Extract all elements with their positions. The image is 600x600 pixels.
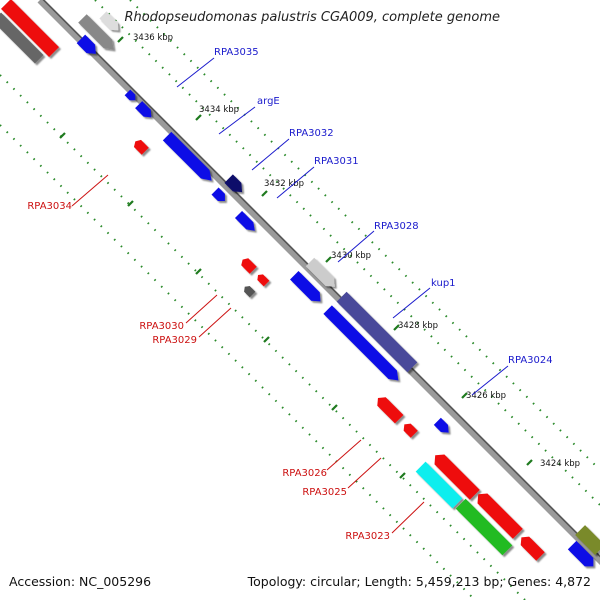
gene-arrow-red-low[interactable] <box>473 489 523 539</box>
tick-labels: 3436 kbp 3434 kbp 3432 kbp 3430 kbp 3428… <box>133 33 580 469</box>
gene-arrow-small-1[interactable] <box>124 89 138 103</box>
tick-mark <box>325 256 332 263</box>
tick-label-3430: 3430 kbp <box>331 251 371 261</box>
leader-line-arge <box>218 106 256 135</box>
gene-arrow-arge[interactable] <box>135 101 155 121</box>
gene-arrow-rpa3034[interactable] <box>132 138 149 155</box>
gene-arrow-red-bottom[interactable] <box>517 533 545 561</box>
leader-line-rpa3031 <box>276 166 315 199</box>
accession-text: Accession: NC_005296 <box>9 574 152 589</box>
gene-arrow-olive[interactable] <box>575 525 600 555</box>
leader-line-rpa3032 <box>251 138 290 171</box>
gene-arrow-small-4[interactable] <box>433 417 452 436</box>
tick-mark <box>59 132 66 139</box>
tick-label-3424: 3424 kbp <box>540 459 580 469</box>
tick-mark <box>117 36 124 43</box>
gene-label-rpa3023[interactable]: RPA3023 <box>345 531 390 542</box>
tick-mark <box>399 472 406 479</box>
tick-marks <box>59 36 533 479</box>
gene-arrow-rpa3029-red[interactable] <box>255 272 270 287</box>
gene-label-rpa3029[interactable]: RPA3029 <box>152 335 197 346</box>
guide-line-4 <box>129 0 600 471</box>
gene-arrow-blue-bottom[interactable] <box>567 540 598 571</box>
tick-mark <box>263 336 270 343</box>
tick-mark <box>195 268 202 275</box>
leader-line-rpa3029 <box>198 307 232 338</box>
leader-line-rpa3026 <box>326 439 362 471</box>
gene-label-rpa3028[interactable]: RPA3028 <box>374 221 419 232</box>
leader-line-rpa3030 <box>185 294 218 324</box>
gene-arrow-red-mid[interactable] <box>430 450 480 500</box>
gene-arrows <box>0 0 600 571</box>
gene-arrow-rpa3026[interactable] <box>374 394 404 424</box>
gene-arrow-rpa3028[interactable] <box>290 271 325 306</box>
gene-arrow-rpa3030[interactable] <box>239 256 257 274</box>
leader-line-rpa3035 <box>176 57 215 88</box>
gene-arrow-white-top[interactable] <box>99 11 122 34</box>
leader-lines <box>71 57 509 534</box>
gene-label-rpa3035[interactable]: RPA3035 <box>214 47 259 58</box>
gene-arrow-gray-top[interactable] <box>78 14 118 54</box>
gene-arrow-rpa3035[interactable] <box>76 34 100 58</box>
genome-title: Rhodopseudomonas palustris CGA009, compl… <box>124 10 500 25</box>
gene-arrow-small-2[interactable] <box>211 187 229 205</box>
leader-line-rpa3028 <box>337 230 375 263</box>
gene-arrow-rpa3029-gray[interactable] <box>242 284 256 298</box>
tick-label-3428: 3428 kbp <box>398 321 438 331</box>
tick-label-3426: 3426 kbp <box>466 391 506 401</box>
tick-mark <box>461 392 468 399</box>
leader-line-rpa3024 <box>471 365 509 396</box>
tick-mark <box>393 324 400 331</box>
gene-arrow-kup1[interactable] <box>336 291 418 373</box>
gene-arrow-cyan[interactable] <box>415 461 463 509</box>
gene-label-rpa3034[interactable]: RPA3034 <box>27 201 72 212</box>
gene-label-rpa3032[interactable]: RPA3032 <box>289 128 334 139</box>
leader-line-kup1 <box>392 287 431 319</box>
gene-label-rpa3024[interactable]: RPA3024 <box>508 355 553 366</box>
leader-line-rpa3025 <box>347 457 382 489</box>
gene-label-arge[interactable]: argE <box>257 96 280 107</box>
gene-label-rpa3031[interactable]: RPA3031 <box>314 156 359 167</box>
gene-label-rpa3025[interactable]: RPA3025 <box>302 487 347 498</box>
gene-arrow-red-top[interactable] <box>1 0 59 57</box>
tick-label-3436: 3436 kbp <box>133 33 173 43</box>
gene-arrow-small-3[interactable] <box>234 210 258 234</box>
tick-mark <box>127 200 134 207</box>
guide-line-1 <box>0 74 526 600</box>
genome-summary-text: Topology: circular; Length: 5,459,213 bp… <box>247 574 591 589</box>
gene-arrow-rpa3025[interactable] <box>401 421 418 438</box>
gene-labels-forward: RPA3035 argE RPA3032 RPA3031 RPA3028 kup… <box>214 47 553 366</box>
gene-arrow-gray-top-left[interactable] <box>0 12 44 64</box>
gene-arrow-rpa3023[interactable] <box>455 498 513 556</box>
tick-mark <box>331 404 338 411</box>
gene-arrow-rpa3032[interactable] <box>162 131 216 185</box>
gene-arrow-rpa3024[interactable] <box>323 305 402 384</box>
tick-mark <box>195 114 202 121</box>
gene-label-kup1[interactable]: kup1 <box>431 278 456 289</box>
gene-labels-reverse: RPA3034 RPA3030 RPA3029 RPA3026 RPA3025 … <box>27 201 390 542</box>
gene-label-rpa3030[interactable]: RPA3030 <box>139 321 184 332</box>
gene-arrow-light-gray[interactable] <box>305 257 339 291</box>
tick-label-3432: 3432 kbp <box>264 179 304 189</box>
leader-line-rpa3034 <box>71 174 109 207</box>
leader-line-rpa3023 <box>391 501 425 534</box>
gene-arrow-rpa3031-dark[interactable] <box>224 174 246 196</box>
tick-label-3434: 3434 kbp <box>199 105 239 115</box>
tick-mark <box>526 459 533 466</box>
gene-label-rpa3026[interactable]: RPA3026 <box>282 468 327 479</box>
tick-mark <box>261 190 268 197</box>
